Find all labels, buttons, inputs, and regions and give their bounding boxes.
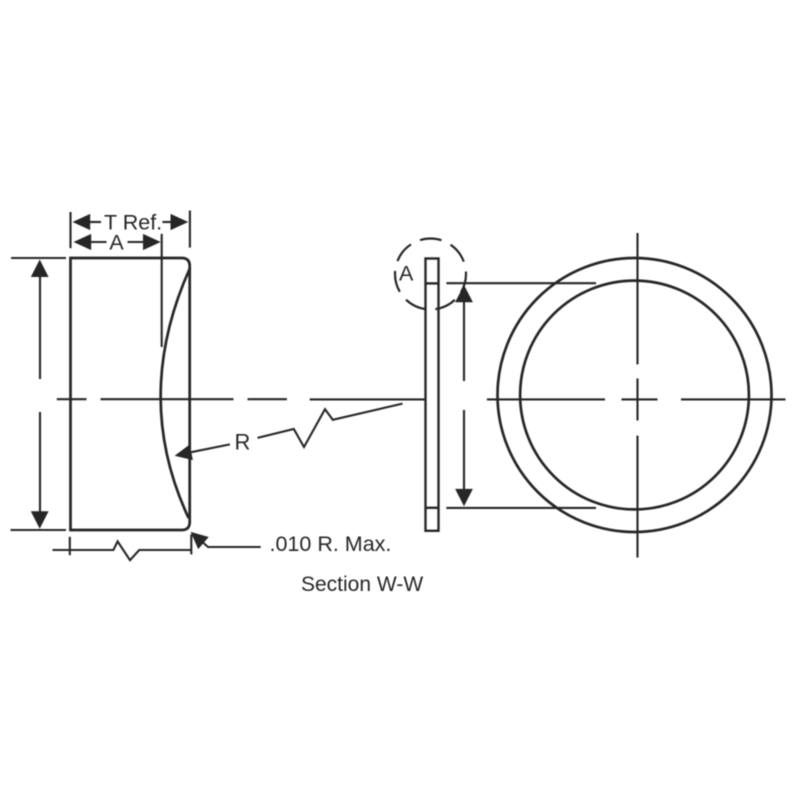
svg-text:Section W-W: Section W-W	[301, 573, 423, 596]
svg-text:T Ref.: T Ref.	[104, 210, 162, 234]
svg-text:A: A	[399, 262, 414, 286]
svg-text:A: A	[109, 231, 124, 255]
svg-text:.010 R. Max.: .010 R. Max.	[270, 532, 392, 556]
svg-text:R: R	[235, 429, 251, 454]
